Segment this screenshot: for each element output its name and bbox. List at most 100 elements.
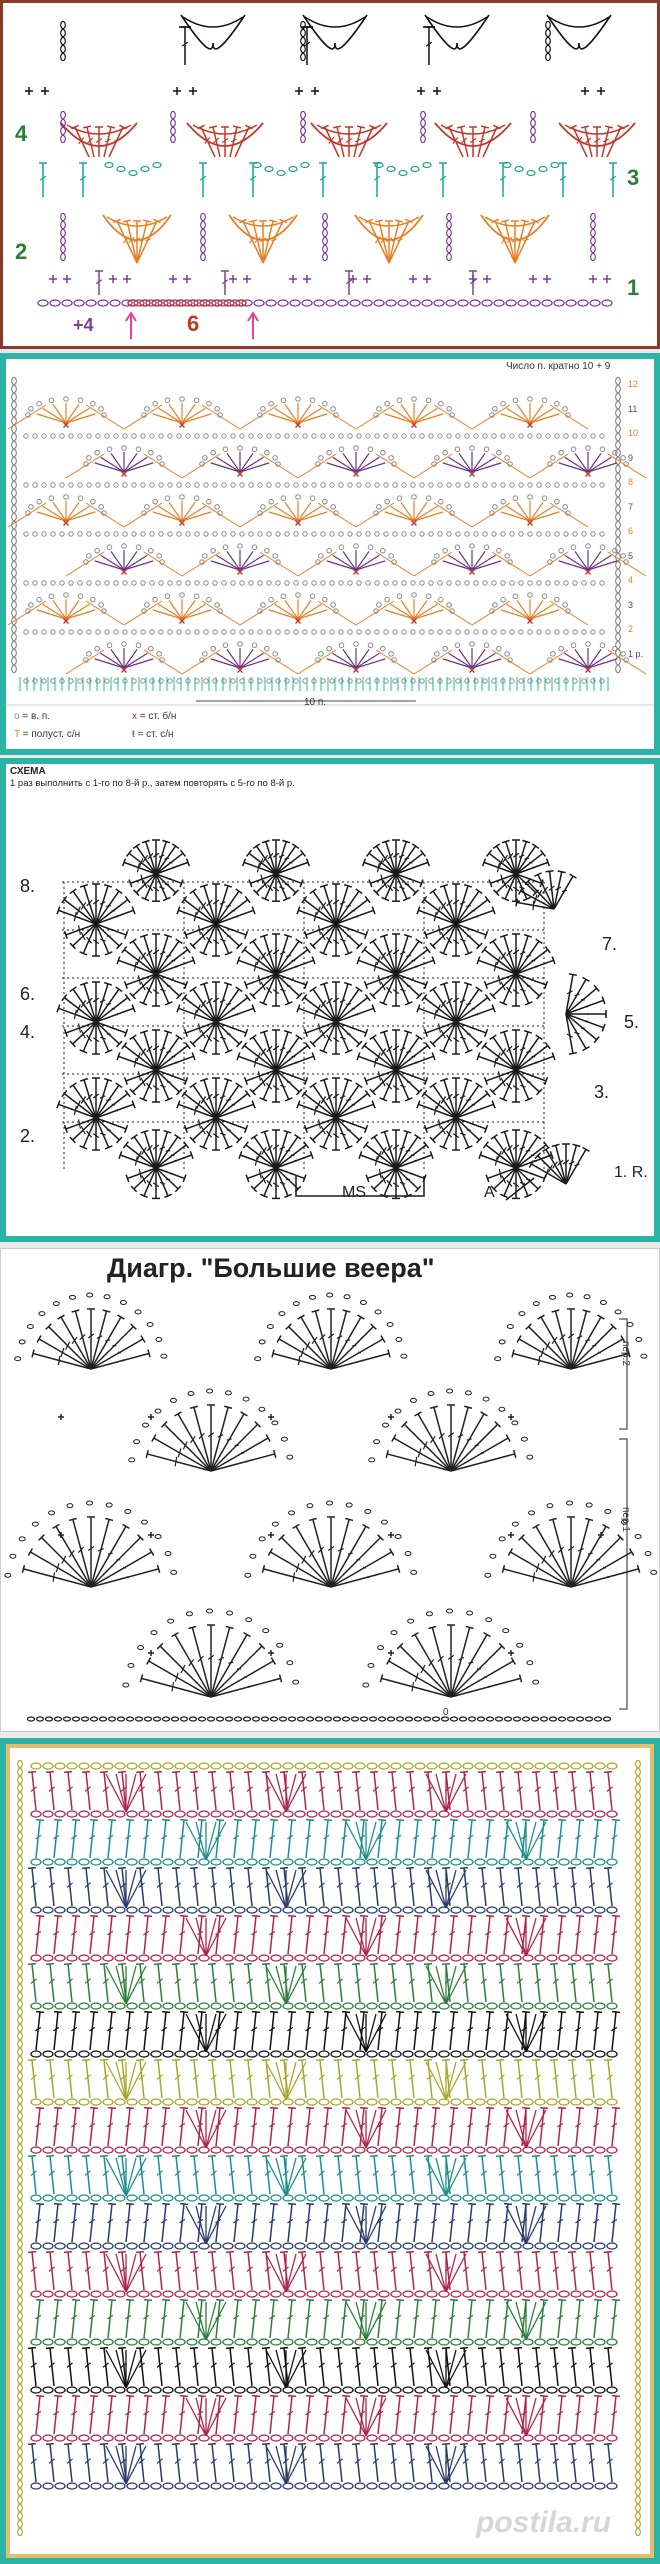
chain-stitch <box>133 299 145 307</box>
fan-dc <box>61 994 97 1023</box>
dc-top <box>551 1309 560 1313</box>
dc-top <box>414 1411 422 1417</box>
dc-bar <box>267 884 274 892</box>
fan-dc <box>413 413 444 424</box>
dc-post <box>72 1117 97 1141</box>
chain-stitch <box>140 482 146 488</box>
chain-stitch <box>318 1762 330 1770</box>
dc-post <box>155 1069 170 1100</box>
chain-stitch <box>550 161 560 169</box>
dc-top <box>309 1082 317 1089</box>
arc-chain <box>271 1521 279 1527</box>
chain-stitch <box>411 396 417 402</box>
diag-dc <box>181 453 221 479</box>
fan-dc <box>57 1314 92 1370</box>
fan-dc <box>512 874 520 902</box>
chain-stitch <box>434 455 440 461</box>
fan-dc <box>471 658 502 669</box>
dc-bar <box>152 949 160 955</box>
shell-dc <box>185 1821 207 1861</box>
chain-stitch <box>563 629 569 635</box>
arc-chain <box>308 1294 316 1300</box>
chain-stitch <box>509 433 515 439</box>
fan-dc <box>529 600 544 620</box>
fan-dc <box>330 1349 391 1370</box>
dc-top <box>439 951 448 956</box>
dc-top <box>63 1124 69 1133</box>
dc-top <box>79 981 89 986</box>
chain-stitch <box>615 472 621 482</box>
fan-dc <box>90 1323 137 1370</box>
chain-stitch <box>264 449 270 456</box>
dc-post <box>455 1007 494 1023</box>
dc-bar <box>392 949 400 955</box>
dc-top <box>61 994 68 1002</box>
chain-stitch <box>527 396 533 402</box>
dc-top <box>369 1866 379 1870</box>
chain-stitch <box>550 455 556 461</box>
dc-post <box>565 987 598 1015</box>
dc-post <box>192 1021 217 1045</box>
fan-dc <box>483 1069 517 1085</box>
chain-stitch <box>294 1858 306 1866</box>
dc-stitch <box>153 1866 163 1907</box>
dc-stitch <box>189 1866 199 1907</box>
dc-post <box>319 1771 325 1811</box>
dc-post <box>382 1069 397 1100</box>
chain-stitch <box>338 531 344 537</box>
chain-stitch <box>341 1716 351 1722</box>
dc-post <box>63 1093 97 1119</box>
dc-stitch <box>323 1818 333 1859</box>
dc-top <box>282 839 291 844</box>
fan-dc <box>68 1517 92 1588</box>
dc-post <box>263 1131 277 1169</box>
fan-dc <box>450 1411 488 1472</box>
dc-bar <box>376 1052 381 1062</box>
chain-stitch <box>122 580 128 586</box>
fan-dc <box>100 652 125 669</box>
dc-top <box>249 1088 257 1096</box>
chain-stitch <box>554 400 560 407</box>
legend: o = в. п. x = ст. б/н T = полуст. с/н ŧ … <box>14 709 274 749</box>
dc-bar <box>377 975 382 985</box>
chain-stitch <box>71 1716 81 1722</box>
fan-dc <box>379 1069 397 1102</box>
dc-bar <box>391 238 398 242</box>
fan-dc <box>181 994 217 1023</box>
fan-dc <box>155 1042 191 1071</box>
chain-stitch <box>486 1858 498 1866</box>
chain-stitch <box>359 1716 369 1722</box>
dc-bar <box>466 1002 472 1005</box>
dc-top <box>414 1185 422 1193</box>
chain-stitch <box>53 1716 63 1722</box>
dc-post <box>74 1310 92 1370</box>
dc-top <box>369 992 377 1000</box>
dc-top <box>569 124 577 130</box>
fan-dc <box>61 896 97 925</box>
chain-stitch <box>149 433 155 439</box>
fan-dc <box>515 956 556 975</box>
row-label-2: 2. <box>20 1126 36 1146</box>
dc-post <box>455 1079 469 1119</box>
dc-bar <box>487 139 494 142</box>
chain-stitch <box>530 134 536 144</box>
fan-dc <box>335 1117 369 1133</box>
chain-stitch <box>193 495 200 502</box>
dc-bar <box>373 1057 377 1068</box>
dc-top <box>344 1049 353 1054</box>
dc-top <box>362 1523 370 1530</box>
fan-dc <box>372 843 397 875</box>
dc-bar <box>92 1133 100 1139</box>
chain-stitch <box>386 165 396 173</box>
chain-stitch <box>143 1716 153 1722</box>
dc-bar <box>601 1359 605 1362</box>
dc-post <box>211 1867 217 1907</box>
dc-top <box>363 1076 369 1085</box>
dc-bar <box>494 1156 498 1166</box>
dc-top <box>259 1029 269 1034</box>
dc-post <box>255 845 277 875</box>
fan <box>476 933 556 975</box>
chain-stitch <box>86 678 92 684</box>
dc-top <box>343 981 353 986</box>
fan-dc <box>355 551 370 571</box>
